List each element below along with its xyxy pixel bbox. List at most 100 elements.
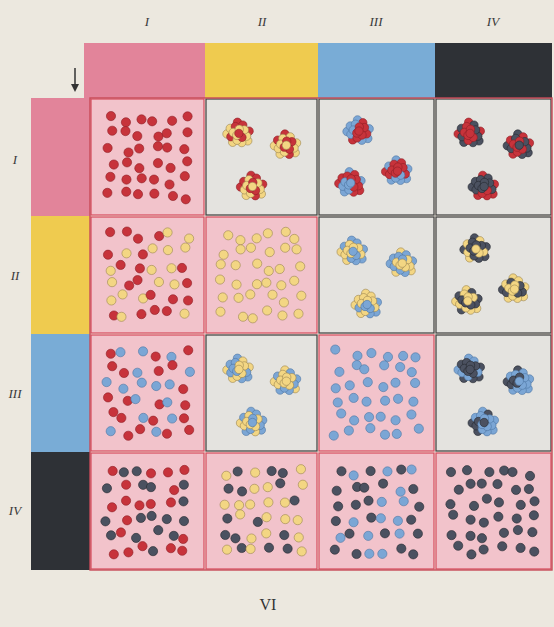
particle <box>336 533 345 542</box>
particle <box>181 243 190 252</box>
particle <box>103 143 112 152</box>
cluster-particle <box>349 247 357 255</box>
particle <box>252 234 261 243</box>
particle <box>407 465 416 474</box>
particle <box>180 465 189 474</box>
particle <box>166 163 175 172</box>
mixing-cell <box>206 217 317 333</box>
color-bar <box>205 43 318 98</box>
grid-frame <box>90 98 552 570</box>
particle <box>529 511 538 520</box>
particle <box>462 466 471 475</box>
particle <box>119 368 128 377</box>
particle <box>477 479 486 488</box>
particle <box>292 245 301 254</box>
particle <box>365 549 374 558</box>
cell-ground <box>436 217 551 333</box>
particle <box>246 500 255 509</box>
particle <box>262 278 271 287</box>
particle <box>183 128 192 137</box>
particle <box>116 528 125 537</box>
particle <box>154 132 163 141</box>
particle <box>479 518 488 527</box>
particle <box>353 351 362 360</box>
particle <box>148 547 157 556</box>
cluster-particle <box>235 365 243 373</box>
particle <box>215 275 224 284</box>
particle <box>513 525 522 534</box>
particle <box>265 248 274 257</box>
particle <box>278 468 287 477</box>
particle <box>121 118 130 127</box>
particle <box>449 510 458 519</box>
particle <box>469 501 478 510</box>
particle <box>248 314 257 323</box>
roman-numeral: III <box>370 14 383 30</box>
cell-ground <box>91 453 204 569</box>
particle <box>106 427 115 436</box>
particle <box>119 384 128 393</box>
particle <box>177 263 186 272</box>
particle <box>446 467 455 476</box>
roman-numeral: IV <box>9 503 21 519</box>
particle <box>344 426 353 435</box>
cell-ground <box>91 335 204 451</box>
particle <box>409 550 418 559</box>
particle <box>137 310 146 319</box>
particle <box>148 244 157 253</box>
color-bar <box>318 43 435 98</box>
particle <box>364 496 373 505</box>
cell-ground <box>319 217 434 333</box>
particle <box>279 298 288 307</box>
particle <box>352 549 361 558</box>
particle <box>280 531 289 540</box>
particle <box>138 347 147 356</box>
particle <box>393 394 402 403</box>
particle <box>154 526 163 535</box>
particle <box>180 145 189 154</box>
particle <box>277 281 286 290</box>
particle <box>116 348 125 357</box>
particle <box>383 467 392 476</box>
roman-numeral: I <box>13 152 17 168</box>
particle <box>223 514 232 523</box>
particle <box>180 172 189 181</box>
particle <box>396 362 405 371</box>
mixing-cell <box>436 217 551 333</box>
particle <box>267 466 276 475</box>
particle <box>109 408 118 417</box>
particle <box>133 234 142 243</box>
particle <box>331 384 340 393</box>
plate-number: VI <box>260 596 277 614</box>
particle <box>135 264 144 273</box>
particle <box>467 550 476 559</box>
particle <box>133 131 142 140</box>
particle <box>137 378 146 387</box>
particle <box>366 466 375 475</box>
particle <box>106 172 115 181</box>
color-bar <box>31 452 90 570</box>
particle <box>236 245 245 254</box>
particle <box>413 529 422 538</box>
particle <box>296 465 305 474</box>
particle <box>162 129 171 138</box>
particle <box>122 187 131 196</box>
particle <box>149 416 158 425</box>
cell-ground <box>206 99 317 215</box>
particle <box>152 427 161 436</box>
particle <box>234 293 243 302</box>
particle <box>135 164 144 173</box>
particle <box>364 412 373 421</box>
mixing-cell <box>91 99 204 215</box>
cluster-particle <box>248 418 256 426</box>
particle <box>165 380 174 389</box>
particle <box>281 243 290 252</box>
particle <box>297 291 306 300</box>
cell-ground <box>436 453 551 569</box>
particle <box>485 467 494 476</box>
particle <box>252 280 261 289</box>
particle <box>381 396 390 405</box>
particle <box>378 479 387 488</box>
particle <box>218 293 227 302</box>
